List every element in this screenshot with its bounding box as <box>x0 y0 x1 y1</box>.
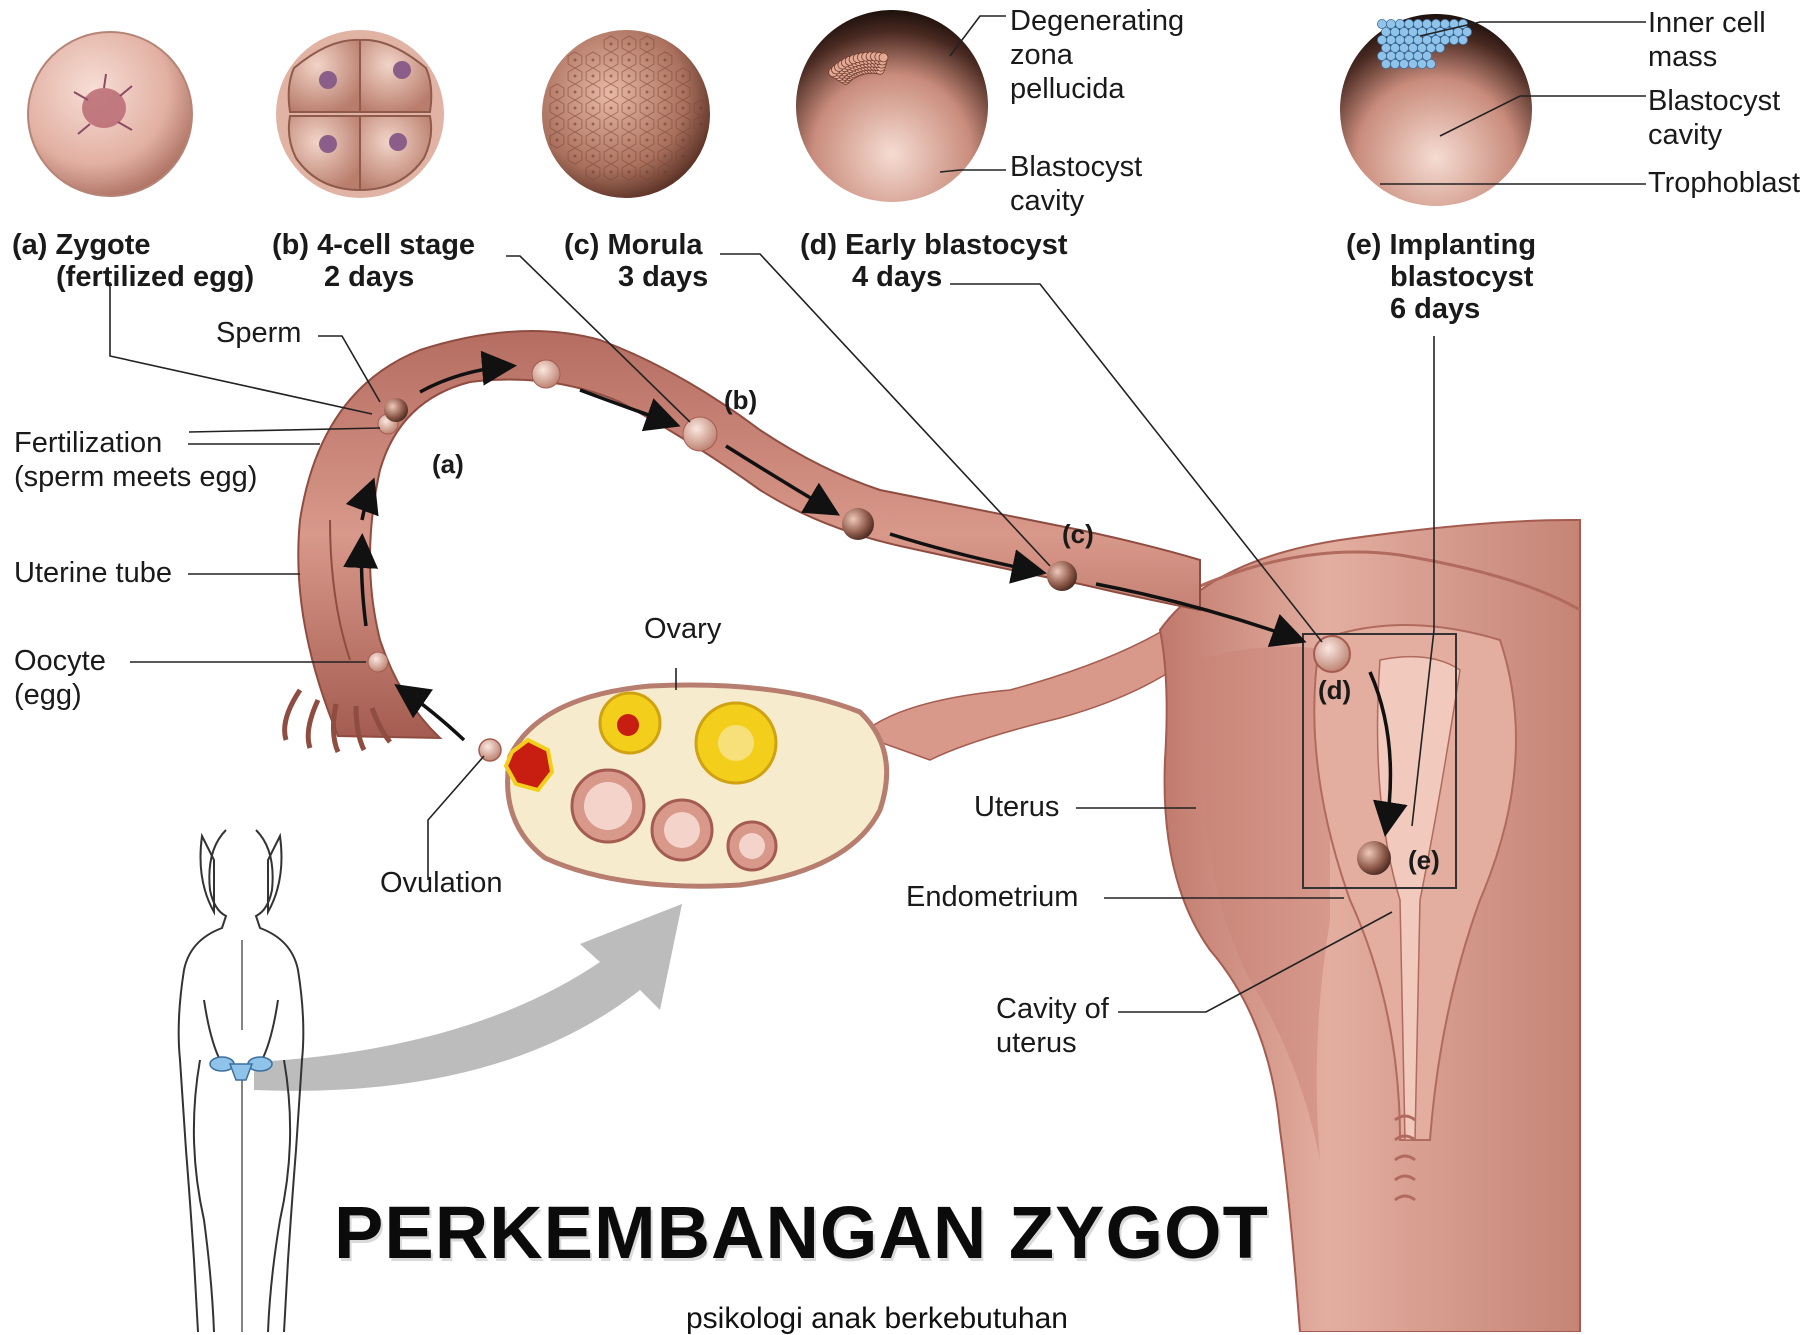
label-fertilization: Fertilization <box>14 428 162 460</box>
callout-trophoblast: Trophoblast <box>1648 168 1800 200</box>
embryo-stage-1 <box>532 360 560 388</box>
label-sperm: Sperm <box>216 318 301 350</box>
callout-mass: mass <box>1648 42 1717 74</box>
follicle-yellow-2 <box>696 703 776 783</box>
four-cell-embryo <box>276 30 444 198</box>
tag-d: (d) <box>1318 676 1351 705</box>
callout-cavity-d: cavity <box>1010 186 1084 218</box>
callout-inner-cell: Inner cell <box>1648 8 1766 40</box>
stage-d-label: (d) Early blastocyst <box>800 230 1068 262</box>
embryo-stage-e <box>1357 841 1391 875</box>
follicle-yellow-1 <box>600 693 660 753</box>
callout-cavity-e: cavity <box>1648 120 1722 152</box>
implanting-blastocyst <box>1340 14 1532 206</box>
stage-a-sublabel: (fertilized egg) <box>56 262 254 294</box>
callout-blastocyst-d: Blastocyst <box>1010 152 1142 184</box>
label-cavity-of: Cavity of <box>996 994 1109 1026</box>
callout-degenerating: Degenerating <box>1010 6 1184 38</box>
stage-d-sublabel: 4 days <box>852 262 942 294</box>
morula <box>542 30 710 198</box>
label-endometrium: Endometrium <box>906 882 1078 914</box>
label-uterus: Uterus <box>974 792 1059 824</box>
embryo-stage-c <box>1047 561 1077 591</box>
grey-pointer-arrow <box>254 904 682 1091</box>
callout-blastocyst-e: Blastocyst <box>1648 86 1780 118</box>
stage-e-days: 6 days <box>1390 294 1480 326</box>
tag-b: (b) <box>724 386 757 415</box>
label-ovulation: Ovulation <box>380 868 503 900</box>
stage-c-label: (c) Morula <box>564 230 703 262</box>
tag-c: (c) <box>1062 520 1094 549</box>
early-blastocyst <box>796 10 988 202</box>
page-subtitle: psikologi anak berkebutuhan <box>686 1302 1068 1335</box>
zygote-cell <box>28 32 192 196</box>
stage-b-sublabel: 2 days <box>324 262 414 294</box>
page-title: PERKEMBANGAN ZYGOT <box>334 1192 1269 1273</box>
label-uterine-tube: Uterine tube <box>14 558 172 590</box>
sperm-meets-egg <box>384 398 408 422</box>
embryo-stage-2 <box>842 508 874 540</box>
ovary <box>479 620 1210 886</box>
label-ovary: Ovary <box>644 614 721 646</box>
embryo-stage-b <box>683 417 717 451</box>
tag-a: (a) <box>432 450 464 479</box>
label-sperm-meets-egg: (sperm meets egg) <box>14 462 257 494</box>
stage-e-sublabel: blastocyst <box>1390 262 1533 294</box>
stage-a-label: (a) Zygote <box>12 230 151 262</box>
callout-pellucida: pellucida <box>1010 74 1124 106</box>
callout-zona: zona <box>1010 40 1073 72</box>
label-uterus-cavity: uterus <box>996 1028 1077 1060</box>
stage-b-label: (b) 4-cell stage <box>272 230 475 262</box>
embryo-stage-d <box>1314 636 1350 672</box>
stage-e-label: (e) Implanting <box>1346 230 1536 262</box>
stage-c-sublabel: 3 days <box>618 262 708 294</box>
label-oocyte: Oocyte <box>14 646 106 678</box>
oocyte-in-fimbria <box>368 652 388 672</box>
tag-e: (e) <box>1408 846 1440 875</box>
label-egg: (egg) <box>14 680 82 712</box>
